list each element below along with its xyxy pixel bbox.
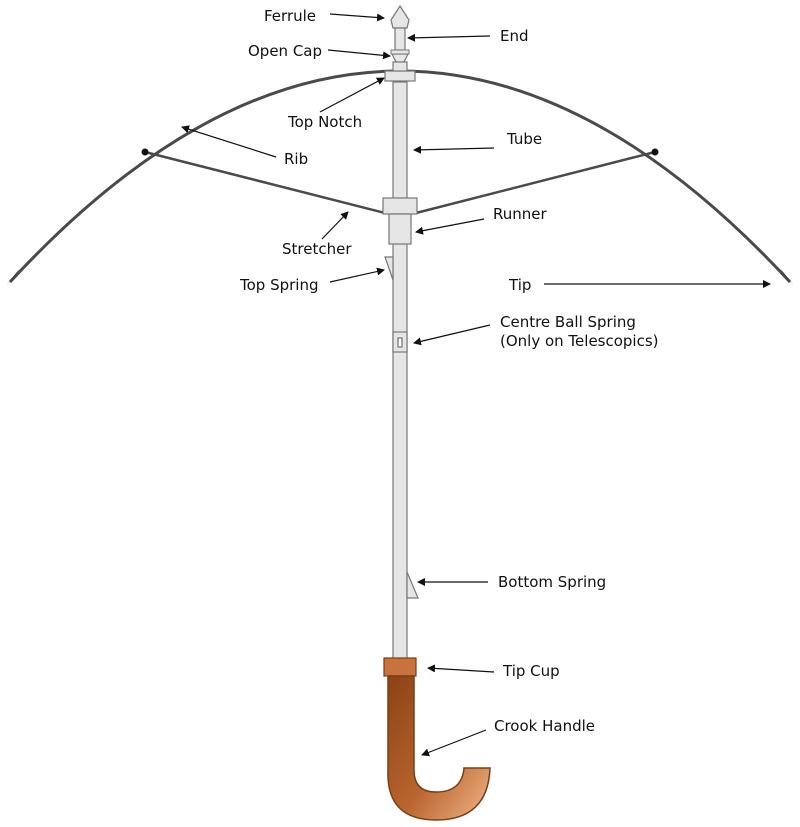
rib-joint-right xyxy=(651,148,659,156)
label-top-spring: Top Spring xyxy=(239,276,319,294)
tip-cup xyxy=(383,657,417,677)
label-centre-ball-spring: Centre Ball Spring xyxy=(500,313,636,331)
label-runner: Runner xyxy=(493,205,547,223)
label-rib: Rib xyxy=(284,150,308,168)
stretcher-right xyxy=(415,150,656,215)
arrow-rib xyxy=(181,125,277,158)
rib-joint-left xyxy=(141,148,149,156)
shaft-end xyxy=(394,27,406,51)
bottom-spring xyxy=(406,571,419,599)
top-spring xyxy=(384,256,394,281)
label-tube: Tube xyxy=(506,130,542,148)
label-top-notch: Top Notch xyxy=(287,113,362,131)
runner-body xyxy=(388,213,412,245)
ferrule xyxy=(390,4,410,29)
label-open-cap: Open Cap xyxy=(248,42,322,60)
arrow-runner xyxy=(415,218,485,235)
label-stretcher: Stretcher xyxy=(282,240,352,258)
shaft-tube xyxy=(392,81,408,663)
stretcher-left xyxy=(144,150,386,215)
arrow-top-spring xyxy=(329,267,385,283)
top-notch xyxy=(384,70,416,82)
label-end: End xyxy=(500,27,529,45)
arrow-ferrule xyxy=(329,13,385,22)
label-centre-ball-spring-note: (Only on Telescopics) xyxy=(500,332,659,350)
canopy-tip-right xyxy=(780,268,794,286)
label-crook-handle: Crook Handle xyxy=(494,717,595,735)
arrow-top-notch xyxy=(319,77,385,113)
label-ferrule: Ferrule xyxy=(264,7,316,25)
arrow-end xyxy=(407,33,491,42)
centre-ball-spring-slot xyxy=(397,337,403,348)
arrow-crook-handle xyxy=(421,729,487,757)
label-tip: Tip xyxy=(508,276,531,294)
arrow-stretcher xyxy=(321,211,349,240)
arrow-open-cap xyxy=(327,49,391,60)
crook-handle xyxy=(387,675,491,821)
canopy-tip-left xyxy=(6,268,20,286)
arrow-centre-ball-spring xyxy=(413,324,491,346)
open-cap-ring xyxy=(390,49,410,55)
runner-collar xyxy=(382,197,418,215)
arrow-tube xyxy=(413,145,495,154)
label-tip-cup: Tip Cup xyxy=(502,662,560,680)
top-notch-neck xyxy=(392,61,408,72)
open-cap xyxy=(391,53,409,63)
arrow-tip-cup xyxy=(427,664,495,673)
label-bottom-spring: Bottom Spring xyxy=(498,573,606,591)
